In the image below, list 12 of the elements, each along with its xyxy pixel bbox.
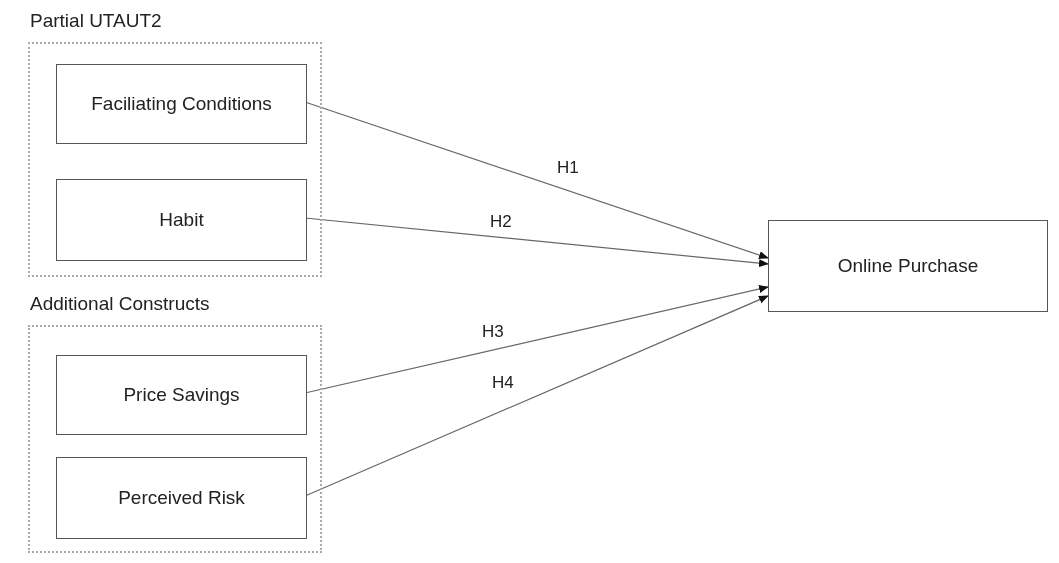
- construct-box: [56, 457, 307, 539]
- construct-label: Price Savings: [123, 383, 240, 407]
- construct-box: [56, 355, 307, 435]
- construct-label: Online Purchase: [837, 254, 979, 278]
- construct-label: Faciliating Conditions: [91, 92, 272, 116]
- construct-label: Habit: [159, 208, 204, 232]
- construct-box: [56, 179, 307, 261]
- construct-label: Perceived Risk: [118, 486, 245, 510]
- construct-box: [768, 220, 1048, 312]
- group-heading: Partial UTAUT2: [30, 10, 162, 32]
- construct-box: [56, 64, 307, 144]
- group-heading: Additional Constructs: [30, 293, 210, 315]
